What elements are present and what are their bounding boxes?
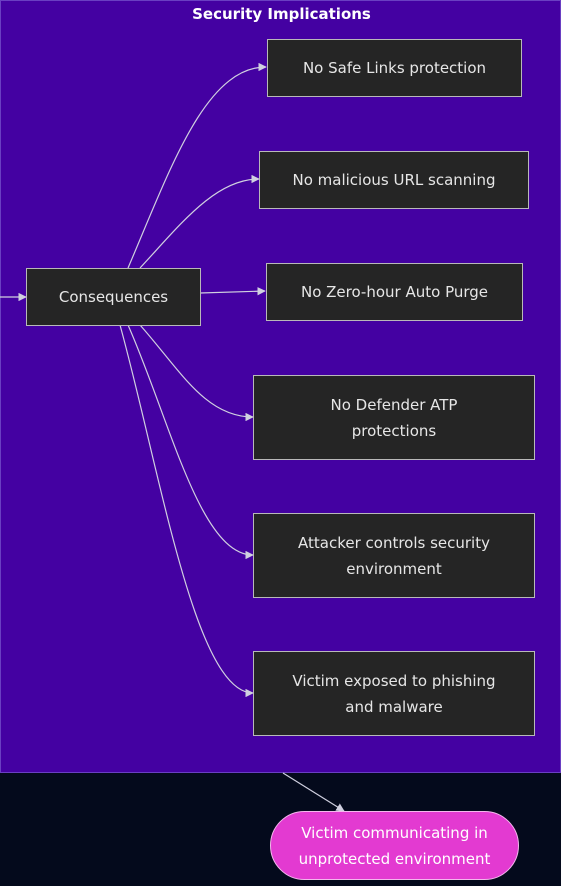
outcome-label: No Zero-hour Auto Purge [300, 283, 489, 301]
outcome-label: Victim exposed to phishing and malware [292, 671, 496, 716]
outcome-label: No Defender ATP protections [330, 395, 458, 440]
final-state-label: Victim communicating in unprotected envi… [298, 823, 491, 868]
outcome-attacker-controls-node[interactable]: Attacker controls security environment [253, 513, 535, 598]
consequences-node[interactable]: Consequences [26, 268, 201, 326]
edge-to-zap [199, 287, 266, 296]
edge-to-victim-exposed [119, 324, 254, 698]
outcome-label: No malicious URL scanning [292, 171, 496, 189]
outcome-victim-exposed-node[interactable]: Victim exposed to phishing and malware [253, 651, 535, 736]
edge-to-defender-atp [139, 324, 254, 422]
outcome-label: No Safe Links protection [302, 59, 487, 77]
consequences-label: Consequences [58, 288, 169, 306]
edge-to-safe-links [127, 62, 267, 269]
edge-to-attacker-controls [127, 324, 254, 560]
outcome-zap-node[interactable]: No Zero-hour Auto Purge [266, 263, 523, 321]
final-state-node[interactable]: Victim communicating in unprotected envi… [270, 811, 519, 880]
edge-to-url-scanning [139, 174, 260, 269]
outcome-label: Attacker controls security environment [298, 533, 490, 578]
outcome-url-scanning-node[interactable]: No malicious URL scanning [259, 151, 529, 209]
outcome-defender-atp-node[interactable]: No Defender ATP protections [253, 375, 535, 460]
outcome-safe-links-node[interactable]: No Safe Links protection [267, 39, 522, 97]
edge-to-final-state [282, 772, 345, 812]
cluster-title: Security Implications [192, 5, 371, 23]
